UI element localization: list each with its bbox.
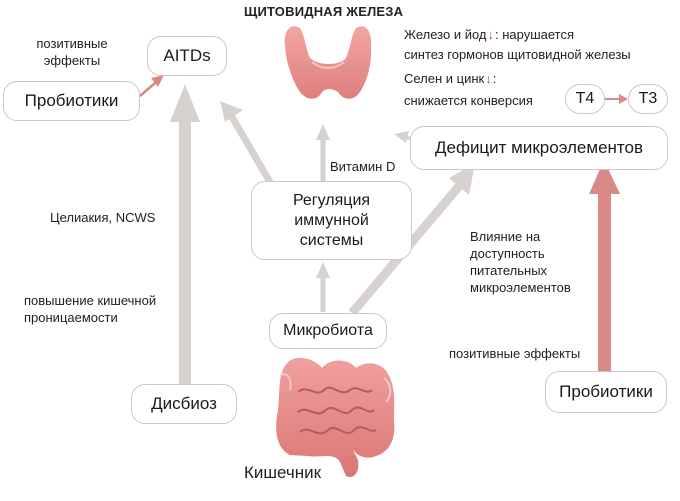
- node-aitds: AITDs: [147, 36, 227, 76]
- intestine-icon: [276, 357, 395, 478]
- arrow-dysbiosis-to-aitds: [170, 84, 200, 385]
- note-conversion: снижается конверсия: [404, 93, 533, 108]
- label-intestinal-permeability: повышение кишечной проницаемости: [24, 293, 157, 325]
- arrow-microbiota-to-immune: [316, 262, 330, 312]
- down-arrow-icon: ↓: [487, 27, 495, 42]
- node-microelement-deficit: Дефицит микроэлементов: [410, 126, 668, 170]
- label-positive-effects-bottom: позитивные эффекты: [449, 346, 581, 361]
- note-iron-iodine-effect: : нарушается: [495, 27, 575, 42]
- node-t4: T4: [565, 84, 605, 114]
- note-selenium-zinc-text: Селен и цинк: [404, 71, 485, 86]
- arrow-t4-to-t3: [605, 94, 628, 104]
- label-nutrient-influence: Влияние на доступность питательных микро…: [470, 229, 571, 295]
- thyroid-icon: [284, 26, 372, 99]
- label-vitamin-d: Витамин D: [330, 159, 396, 174]
- node-dysbiosis: Дисбиоз: [131, 384, 237, 424]
- arrow-immune-to-aitds: [220, 101, 274, 184]
- label-positive-effects-top: позитивные эффекты: [36, 36, 108, 68]
- label-gut: Кишечник: [244, 463, 322, 482]
- node-t3: T3: [628, 84, 668, 114]
- node-probiotics-right: Пробиотики: [545, 371, 667, 413]
- arrow-probiotics-to-deficit: [589, 160, 620, 372]
- label-celiac: Целиакия, NCWS: [50, 210, 156, 225]
- arrow-immune-to-thyroid: [316, 124, 330, 181]
- down-arrow-icon: ↓: [485, 71, 492, 86]
- note-iron-iodine-text: Железо и йод: [404, 27, 487, 42]
- node-immune-regulation: Регуляция иммунной системы: [251, 181, 412, 260]
- note-selenium-zinc: Селен и цинк ↓ :: [404, 71, 497, 86]
- note-iron-iodine: Железо и йод ↓ : нарушается: [404, 26, 574, 43]
- arrow-probiotics-to-aitds: [139, 75, 164, 97]
- note-synthesis: синтез гормонов щитовидной железы: [404, 47, 631, 62]
- node-microbiota: Микробиота: [269, 313, 387, 349]
- node-probiotics-left: Пробиотики: [3, 81, 140, 121]
- diagram-title: ЩИТОВИДНАЯ ЖЕЛЕЗА: [244, 4, 404, 19]
